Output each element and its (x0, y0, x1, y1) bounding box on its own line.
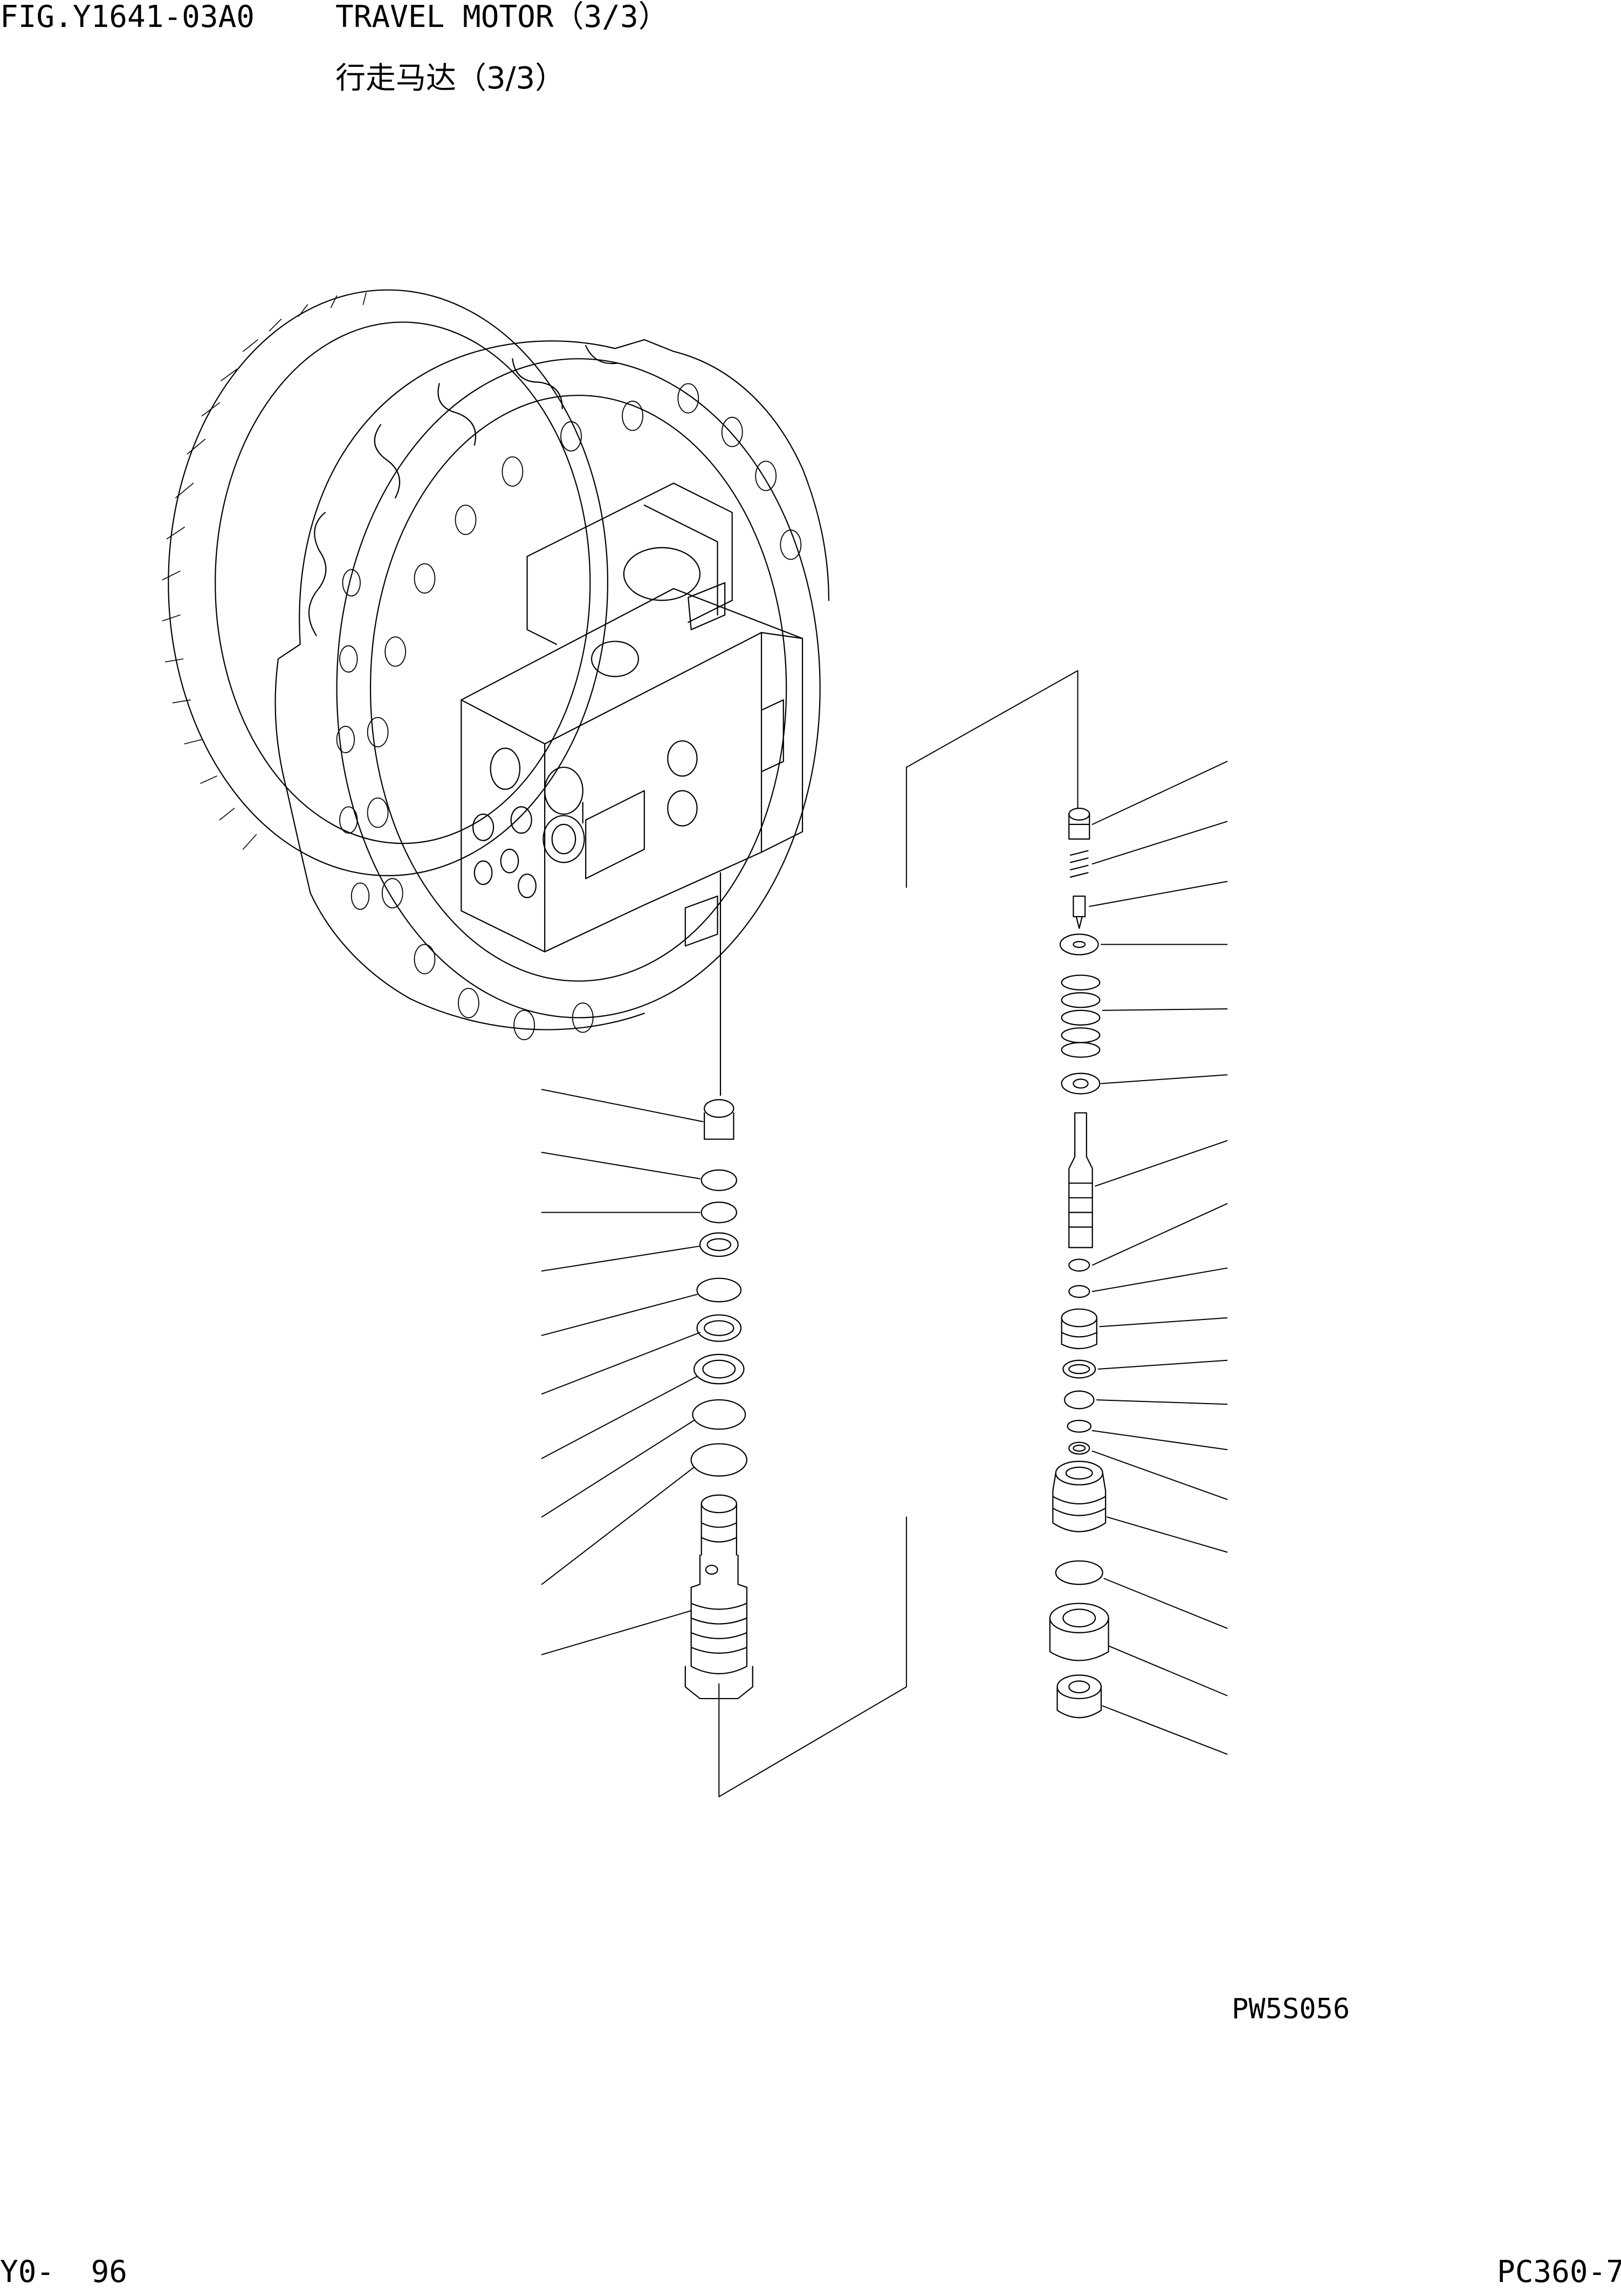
sprocket-teeth (162, 293, 366, 849)
nut (1050, 1604, 1109, 1661)
right-part-stack (1050, 761, 1227, 1754)
o-ring (702, 1202, 737, 1222)
poppet (1073, 896, 1085, 929)
spring (1062, 975, 1100, 1057)
o-ring (1069, 1286, 1089, 1297)
motor-housing (276, 340, 829, 1030)
leader-lines-right (1089, 761, 1227, 1754)
title-chinese: 行走马达（3/3） (335, 61, 566, 96)
seat (1062, 1074, 1100, 1094)
leader-lines-left (542, 1089, 703, 1654)
o-ring (702, 1170, 737, 1191)
o-ring (1069, 1442, 1089, 1454)
relief-valve-cartridge (685, 1495, 753, 1699)
backup-ring (1063, 1360, 1095, 1378)
backup-ring (694, 1355, 744, 1384)
o-ring (1064, 1391, 1094, 1409)
valve-block (461, 483, 802, 952)
nut (1057, 1675, 1101, 1718)
figure-number: FIG.Y1641-03A0 (0, 0, 255, 35)
cap (1069, 808, 1089, 839)
retainer (1060, 934, 1098, 955)
title-english: TRAVEL MOTOR（3/3） (335, 0, 669, 35)
spool (1069, 1113, 1092, 1248)
o-ring (1069, 1259, 1089, 1271)
flange-bolt-holes (337, 383, 801, 1040)
backup-ring (700, 1233, 738, 1256)
sleeve (1062, 1309, 1097, 1349)
fitting (704, 1099, 733, 1139)
o-ring (1068, 1420, 1091, 1432)
drawing-code: PW5S056 (1232, 1993, 1350, 2025)
spring-small (1070, 851, 1088, 877)
sprocket-ring (162, 290, 607, 876)
model-number: PC360-7 (1497, 2254, 1621, 2290)
left-part-stack (542, 671, 1078, 1797)
o-ring (697, 1278, 741, 1302)
backup-ring (697, 1315, 741, 1342)
travel-motor-assembly (162, 290, 829, 1040)
front-flange (337, 359, 820, 1040)
page-number: Y0- 96 (0, 2254, 128, 2290)
grouping-bracket (719, 671, 1077, 1797)
o-ring (691, 1444, 747, 1476)
plug (1053, 1461, 1105, 1531)
o-ring (1056, 1561, 1103, 1584)
o-ring (692, 1400, 745, 1429)
